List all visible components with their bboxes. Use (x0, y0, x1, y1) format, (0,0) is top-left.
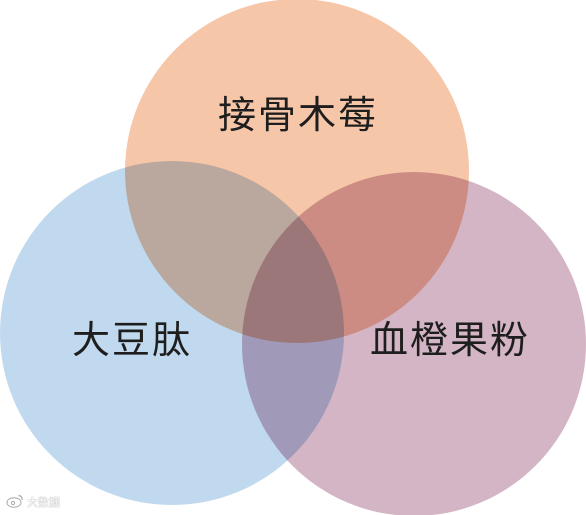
label-right: 血橙果粉 (370, 318, 530, 362)
watermark: 大数据 (6, 494, 60, 510)
circle-right (242, 172, 586, 515)
label-top: 接骨木莓 (218, 93, 378, 137)
weibo-logo-icon (6, 493, 24, 512)
label-left: 大豆肽 (72, 318, 192, 362)
circle-left (0, 161, 344, 505)
watermark-text: 大数据 (27, 496, 60, 509)
